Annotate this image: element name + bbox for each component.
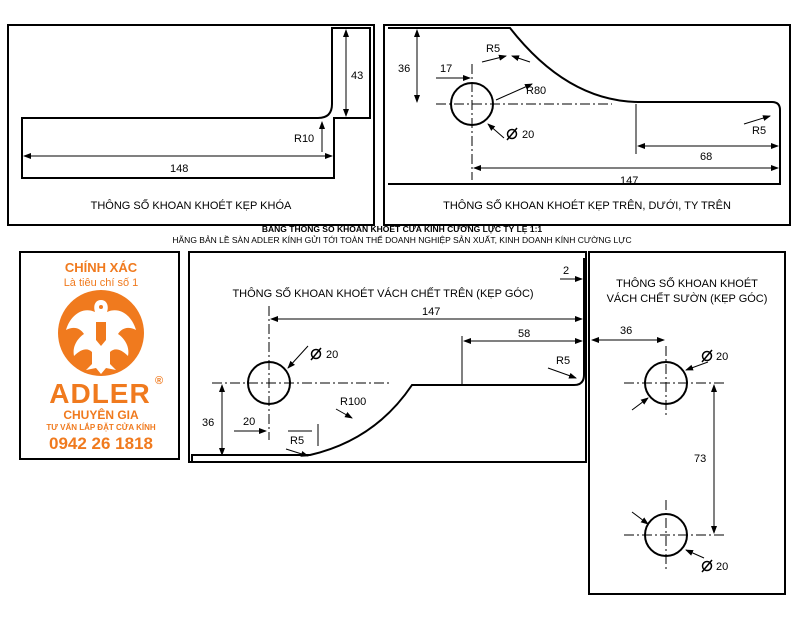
diameter-icon (506, 127, 518, 141)
panel4-bottom-arrow (631, 511, 649, 525)
panel1-dim-r10-label: R10 (294, 133, 314, 145)
panel2-glass-outline (388, 27, 781, 185)
panel2-dim-r80-label: R80 (526, 85, 546, 97)
panel-kep-tren-duoi: 36 17 R5 R80 20 R5 68 147 THÔNG SỐ KHOAN… (383, 24, 791, 226)
panel3-dim-147-label: 147 (422, 306, 440, 318)
panel4-dim-36-label: 36 (620, 325, 632, 337)
panel3-r5-leader (547, 367, 577, 379)
panel3-dim-r5-label: R5 (556, 355, 570, 367)
panel3-dim-36-label: 36 (202, 417, 214, 429)
panel4-dim-73-label: 73 (694, 453, 706, 465)
panel1-dim-43-label: 43 (351, 70, 363, 82)
panel4-dia-top-leader (685, 361, 709, 371)
registered-icon: ® (155, 375, 163, 387)
panel3-dim-58-label: 58 (518, 328, 530, 340)
panel4-frame (588, 251, 786, 595)
panel2-dia-leader (487, 123, 505, 139)
panel2-r5-leader-b (511, 55, 531, 63)
panel2-frame (383, 24, 791, 226)
panel4-caption-line1: THÔNG SỐ KHOAN KHOÉT (616, 276, 758, 290)
ad-phone: 0942 26 1818 (49, 434, 153, 453)
panel4-dia-bottom-leader (685, 549, 705, 559)
panel1-glass-outline (21, 27, 371, 179)
panel2-dim-r5-label: R5 (486, 43, 500, 55)
panel2-dim-dia20-label: 20 (522, 129, 534, 141)
panel3-dim-dia20-label: 20 (326, 349, 338, 361)
panel3-frame (188, 251, 587, 463)
panel2-r5b-leader (743, 115, 771, 125)
panel2-dim-17-label: 17 (440, 63, 452, 75)
ad-frame (19, 251, 180, 460)
panel2-dim-68-label: 68 (700, 151, 712, 163)
page-title: BẢNG THÔNG SỐ KHOAN KHOÉT CỬA KÍNH CƯỜNG… (262, 223, 543, 234)
adler-ad-panel: CHÍNH XÁC Là tiêu chí số 1 ADLER ® CHUYÊ… (19, 251, 180, 460)
eagle-logo-icon (58, 290, 144, 376)
panel3-dim-20-label: 20 (243, 416, 255, 428)
panel4-caption-line2: VÁCH CHẾT SƯỜN (KẸP GÓC) (607, 292, 768, 305)
panel2-r5-leader-a (481, 54, 507, 63)
ad-line1: CHÍNH XÁC (65, 260, 138, 275)
ad-line3: CHUYÊN GIA (63, 407, 139, 422)
page-subtitle: HÃNG BẢN LỀ SÀN ADLER KÍNH GỬI TỚI TOÀN … (172, 234, 631, 245)
panel3-dia-leader (287, 345, 309, 369)
panel3-glass-outline (191, 258, 585, 462)
ad-line4: TƯ VẤN LẮP ĐẶT CỬA KÍNH (46, 422, 155, 432)
panel3-r5b-leader (285, 448, 309, 457)
panel4-dim-dia20-top-label: 20 (716, 351, 728, 363)
panel-kep-khoa: 43 R10 148 THÔNG SỐ KHOAN KHOÉT KẸP KHÓA (7, 24, 375, 226)
panel1-frame (7, 24, 375, 226)
diameter-icon (701, 349, 713, 363)
ad-brand: ADLER (49, 378, 150, 409)
diameter-icon (310, 347, 322, 361)
panel3-r100-leader (335, 408, 353, 419)
panel3-caption: THÔNG SỐ KHOAN KHOÉT VÁCH CHẾT TRÊN (KẸP… (232, 286, 533, 300)
panel-vach-chet-suon: THÔNG SỐ KHOAN KHOÉT VÁCH CHẾT SƯỜN (KẸP… (588, 251, 786, 595)
diameter-icon (701, 559, 713, 573)
panel2-caption: THÔNG SỐ KHOAN KHOÉT KẸP TRÊN, DƯỚI, TY … (443, 198, 731, 212)
panel3-dim-r5b-label: R5 (290, 435, 304, 447)
panel3-dim-2-label: 2 (563, 265, 569, 277)
panel1-caption: THÔNG SỐ KHOAN KHOÉT KẸP KHÓA (91, 198, 292, 212)
panel-vach-chet-tren: 2 THÔNG SỐ KHOAN KHOÉT VÁCH CHẾT TRÊN (K… (188, 251, 587, 463)
panel1-dim-148-label: 148 (170, 163, 188, 175)
panel2-dim-36-label: 36 (398, 63, 410, 75)
panel2-r80-leader (495, 83, 533, 101)
panel4-top-arrow (631, 397, 649, 411)
panel2-dim-r5b-label: R5 (752, 125, 766, 137)
ad-line2: Là tiêu chí số 1 (64, 277, 139, 289)
panel2-dim-147-label: 147 (620, 175, 638, 187)
panel3-dim-r100-label: R100 (340, 396, 366, 408)
panel4-dim-dia20-bottom-label: 20 (716, 561, 728, 573)
